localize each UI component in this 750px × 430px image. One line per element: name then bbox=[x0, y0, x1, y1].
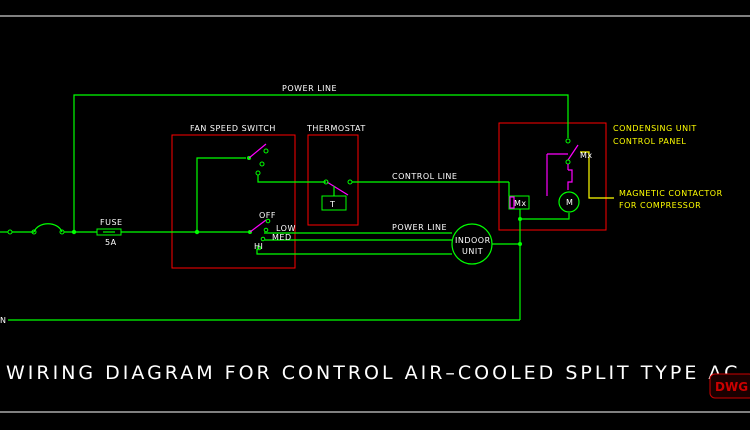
magnetic-contactor-label: MAGNETIC CONTACTOR bbox=[619, 189, 723, 198]
control-panel-label: CONTROL PANEL bbox=[613, 137, 686, 146]
condensing-unit-label: CONDENSING UNIT bbox=[613, 124, 697, 133]
contact-low bbox=[263, 227, 269, 233]
thermostat-label: THERMOSTAT bbox=[306, 124, 366, 133]
motor-return bbox=[520, 213, 570, 220]
thermostat-blade bbox=[326, 181, 349, 196]
power-line-top-label: POWER LINE bbox=[282, 84, 337, 93]
mx-coil-mark bbox=[509, 196, 515, 209]
for-compressor-label: FOR COMPRESSOR bbox=[619, 201, 701, 210]
fan-speed-switch-label: FAN SPEED SWITCH bbox=[190, 124, 276, 133]
mx-contact-bottom bbox=[565, 159, 571, 165]
indoor-unit-label: INDOOR bbox=[455, 236, 491, 245]
hi-label: HI bbox=[254, 242, 263, 251]
hi-speed-wire bbox=[256, 249, 452, 255]
power-line-top-wire bbox=[73, 94, 569, 232]
speed-selector-blade bbox=[249, 219, 267, 233]
fan-switch-feed bbox=[196, 157, 246, 232]
control-line-feed bbox=[257, 175, 326, 183]
contact-med bbox=[260, 236, 266, 242]
breaker-terminal-left bbox=[31, 229, 37, 235]
fan-switch-contact-3 bbox=[255, 170, 261, 176]
thermostat-box bbox=[307, 134, 359, 226]
control-line-label: CONTROL LINE bbox=[392, 172, 457, 181]
power-line-mid-label: POWER LINE bbox=[392, 223, 447, 232]
diagram-title: WIRING DIAGRAM FOR CONTROL AIR–COOLED SP… bbox=[6, 362, 750, 384]
watermark-badge bbox=[709, 373, 750, 399]
mx-coil bbox=[508, 195, 530, 210]
med-label: MED bbox=[272, 233, 292, 242]
terminal-l bbox=[7, 229, 13, 235]
motor-feed bbox=[567, 169, 573, 190]
condensing-unit-box bbox=[498, 122, 607, 231]
fan-switch-contact-2 bbox=[259, 161, 265, 167]
mx-contact-top bbox=[565, 138, 571, 144]
fan-switch-contact-1 bbox=[263, 148, 269, 154]
fan-switch-blade bbox=[248, 143, 267, 159]
node-neutral-2 bbox=[518, 242, 522, 246]
mx-contact-blade bbox=[567, 144, 579, 161]
thermostat-t-label: T bbox=[329, 200, 335, 209]
magnetic-contactor-leader bbox=[580, 151, 614, 199]
contact-hi bbox=[256, 245, 262, 251]
fuse-rating-label: 5A bbox=[105, 238, 117, 247]
mx-contact-label: Mx bbox=[580, 151, 593, 160]
mx-coil-label: Mx bbox=[514, 199, 527, 208]
compressor-motor bbox=[558, 191, 580, 213]
watermark-text: DWG bbox=[715, 380, 748, 394]
node-main bbox=[71, 229, 77, 235]
off-label: OFF bbox=[259, 211, 276, 220]
indoor-unit-label-2: UNIT bbox=[462, 247, 483, 256]
thermostat-terminal-right bbox=[347, 179, 353, 185]
fuse-label: FUSE bbox=[100, 218, 123, 227]
neutral-label: N bbox=[0, 316, 6, 325]
low-label: LOW bbox=[276, 224, 296, 233]
fan-speed-switch-box bbox=[171, 134, 296, 269]
thermostat-terminal-left bbox=[323, 179, 329, 185]
motor-label: M bbox=[566, 198, 573, 207]
thermostat-element bbox=[321, 195, 347, 211]
contact-off bbox=[265, 218, 271, 224]
breaker-arc bbox=[33, 223, 63, 233]
